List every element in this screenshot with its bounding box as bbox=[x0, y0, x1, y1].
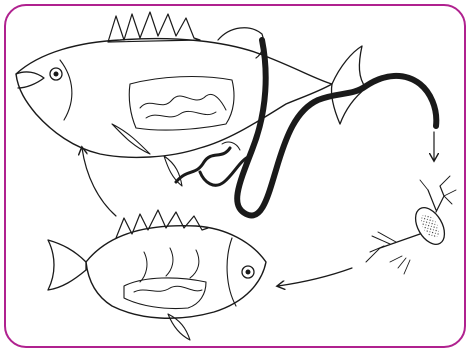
copepod-intermediate-host-illustration bbox=[366, 176, 456, 274]
tapeworm-strobila-illustration bbox=[176, 40, 436, 215]
small-fish-intermediate-host-illustration bbox=[48, 210, 266, 340]
